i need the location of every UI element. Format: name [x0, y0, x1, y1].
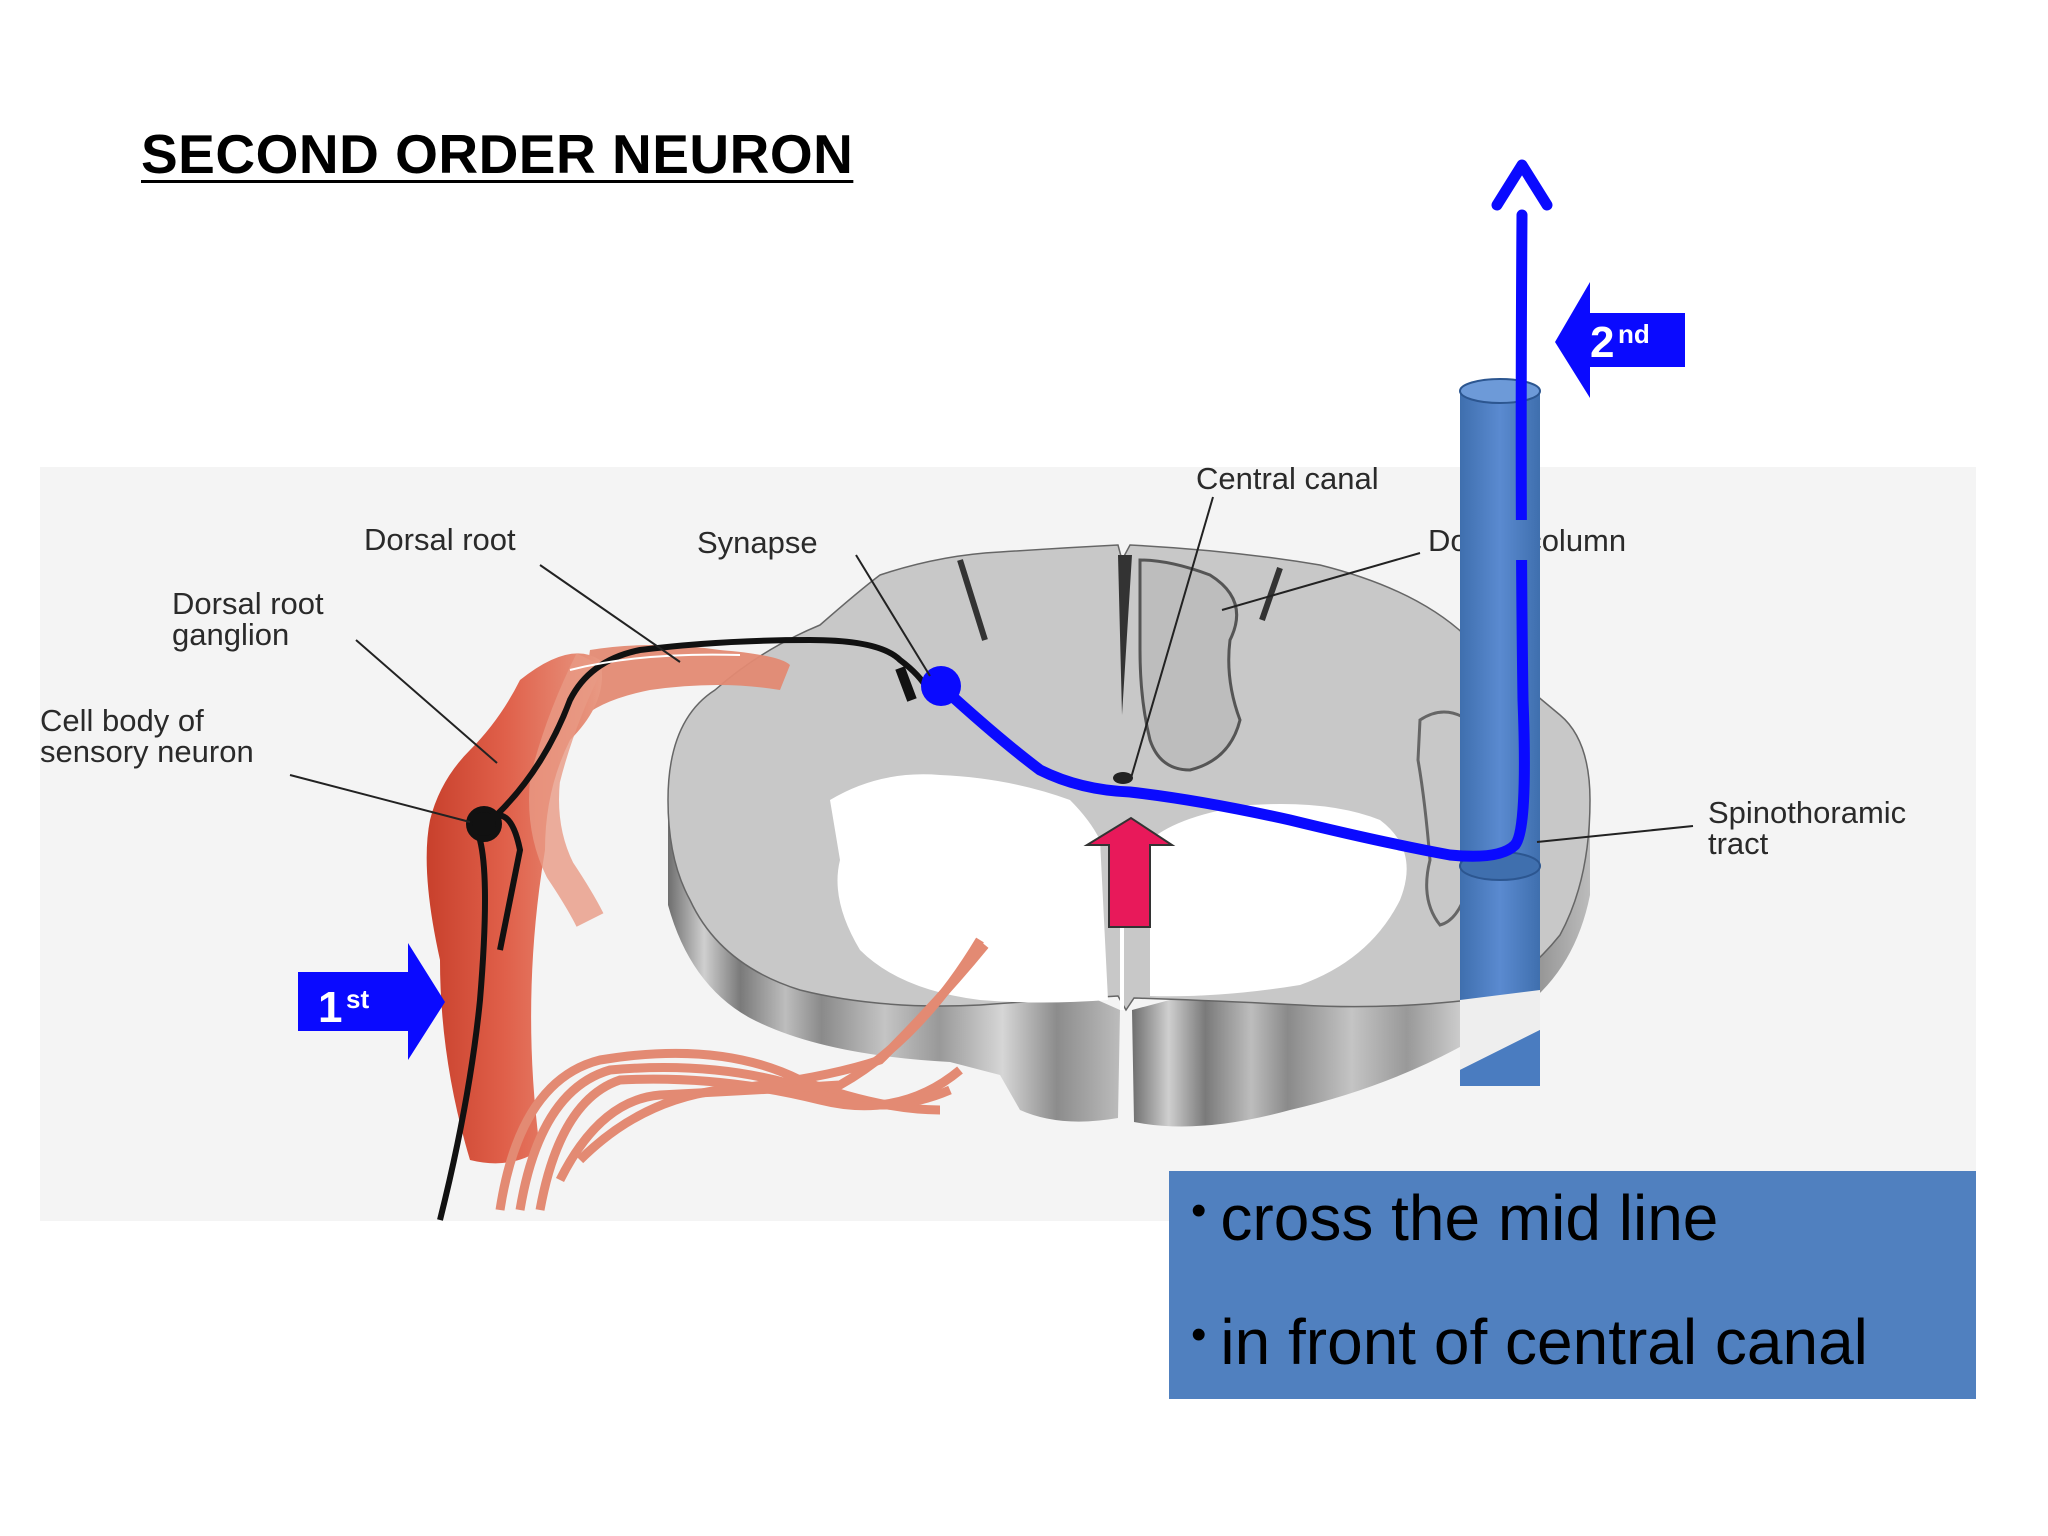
- leader-lines: [289, 496, 1694, 843]
- label-central-canal: Central canal: [1196, 461, 1379, 496]
- label-spinothalamic-line2: tract: [1708, 826, 1769, 861]
- label-spinothalamic-line1: Spinothoramic: [1708, 795, 1906, 830]
- label-dorsal-root-ganglion-line1: Dorsal root: [172, 586, 324, 621]
- synapse-dot: [921, 666, 961, 706]
- first-order-badge: 1 st: [298, 943, 445, 1060]
- dorsal-column-cylinder: [1459, 378, 1541, 1086]
- note-bullet-text-1: cross the mid line: [1220, 1182, 1719, 1254]
- label-cell-body-line2: sensory neuron: [40, 734, 254, 769]
- bullet-dot-icon: •: [1191, 1310, 1207, 1359]
- second-badge-suffix: nd: [1618, 319, 1650, 349]
- second-order-badge: 2 nd: [1555, 282, 1685, 398]
- note-box: • cross the mid line • in front of centr…: [1169, 1171, 1976, 1399]
- midline-arrow: [1083, 816, 1176, 928]
- note-bullet-1: • cross the mid line: [1191, 1181, 1962, 1255]
- dorsal-column-cylinder-overlap: [1460, 520, 1540, 560]
- first-badge-suffix: st: [346, 984, 369, 1014]
- second-badge-number: 2: [1590, 318, 1614, 367]
- bullet-dot-icon: •: [1191, 1186, 1207, 1235]
- label-cell-body-line1: Cell body of: [40, 703, 204, 738]
- spinal-cord-block: [667, 544, 1591, 1127]
- note-bullet-2: • in front of central canal: [1191, 1305, 1962, 1379]
- slide-title: SECOND ORDER NEURON: [141, 123, 854, 185]
- ventral-root-fibers: [495, 937, 989, 1211]
- label-synapse: Synapse: [697, 525, 818, 560]
- label-dorsal-root-ganglion-line2: ganglion: [172, 617, 289, 652]
- label-dorsal-root: Dorsal root: [364, 522, 516, 557]
- note-bullet-text-2: in front of central canal: [1220, 1306, 1868, 1378]
- first-order-neuron: [437, 636, 931, 1221]
- second-order-neuron-path: [937, 159, 1553, 862]
- first-badge-number: 1: [318, 983, 342, 1032]
